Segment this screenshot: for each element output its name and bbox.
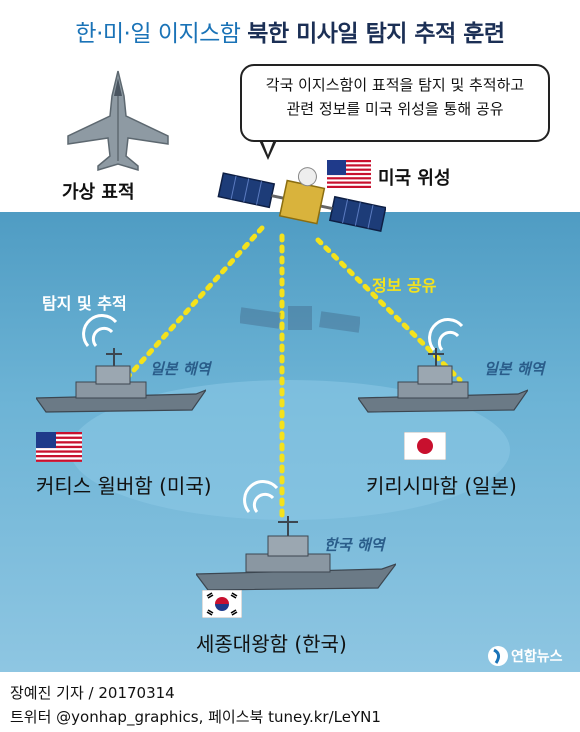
- japan-destroyer-icon: [358, 348, 528, 413]
- satellite-icon: [217, 167, 386, 232]
- satellite-label: 미국 위성: [378, 168, 451, 189]
- korea-zone-label: 한국 해역: [324, 536, 385, 554]
- bubble-line1: 각국 이지스함이 표적을 탐지 및 추적하고: [265, 76, 525, 94]
- page-title: 한·미·일 이지스함 북한 미사일 탐지 추적 훈련: [0, 14, 580, 48]
- us-flag-icon: [36, 432, 82, 462]
- yonhap-logo: 연합뉴스: [487, 642, 579, 670]
- satellite-shadow: [240, 306, 360, 333]
- bubble-line2: 관련 정보를 미국 위성을 통해 공유: [286, 100, 504, 118]
- us-flag-icon-satellite: [327, 160, 371, 188]
- japan-flag-icon: [404, 432, 446, 460]
- title-part1: 한·미·일 이지스함: [75, 21, 241, 47]
- japan-zone-label-right: 일본 해역: [484, 360, 545, 378]
- korea-destroyer-icon: [196, 516, 396, 591]
- korea-ship-label: 세종대왕함 (한국): [196, 632, 347, 656]
- us-destroyer-icon: [36, 348, 206, 413]
- yonhap-logo-text: 연합뉴스: [511, 649, 563, 665]
- yonhap-logo-icon: [488, 646, 508, 666]
- signal-waves-icon-japan: [428, 318, 464, 351]
- korea-flag-icon: [202, 590, 242, 618]
- detect-track-label: 탐지 및 추적: [42, 294, 127, 313]
- signal-waves-icon-us: [82, 314, 118, 347]
- us-ship-label: 커티스 윌버함 (미국): [36, 474, 212, 498]
- credit-line1: 장예진 기자 / 20170314: [10, 684, 175, 702]
- speech-bubble: 각국 이지스함이 표적을 탐지 및 추적하고 관련 정보를 미국 위성을 통해 …: [240, 64, 550, 142]
- fighter-jet-icon: [67, 70, 169, 172]
- signal-waves-icon-korea: [243, 480, 279, 513]
- title-part2: 북한 미사일 탐지 추적 훈련: [247, 21, 505, 47]
- japan-zone-label-left: 일본 해역: [150, 360, 211, 378]
- credit-line2: 트위터 @yonhap_graphics, 페이스북 tuney.kr/LeYN…: [10, 708, 381, 726]
- japan-ship-label: 키리시마함 (일본): [366, 474, 517, 498]
- link-line-us: [122, 225, 265, 383]
- info-share-label: 정보 공유: [372, 276, 437, 295]
- virtual-target-label: 가상 표적: [62, 182, 135, 203]
